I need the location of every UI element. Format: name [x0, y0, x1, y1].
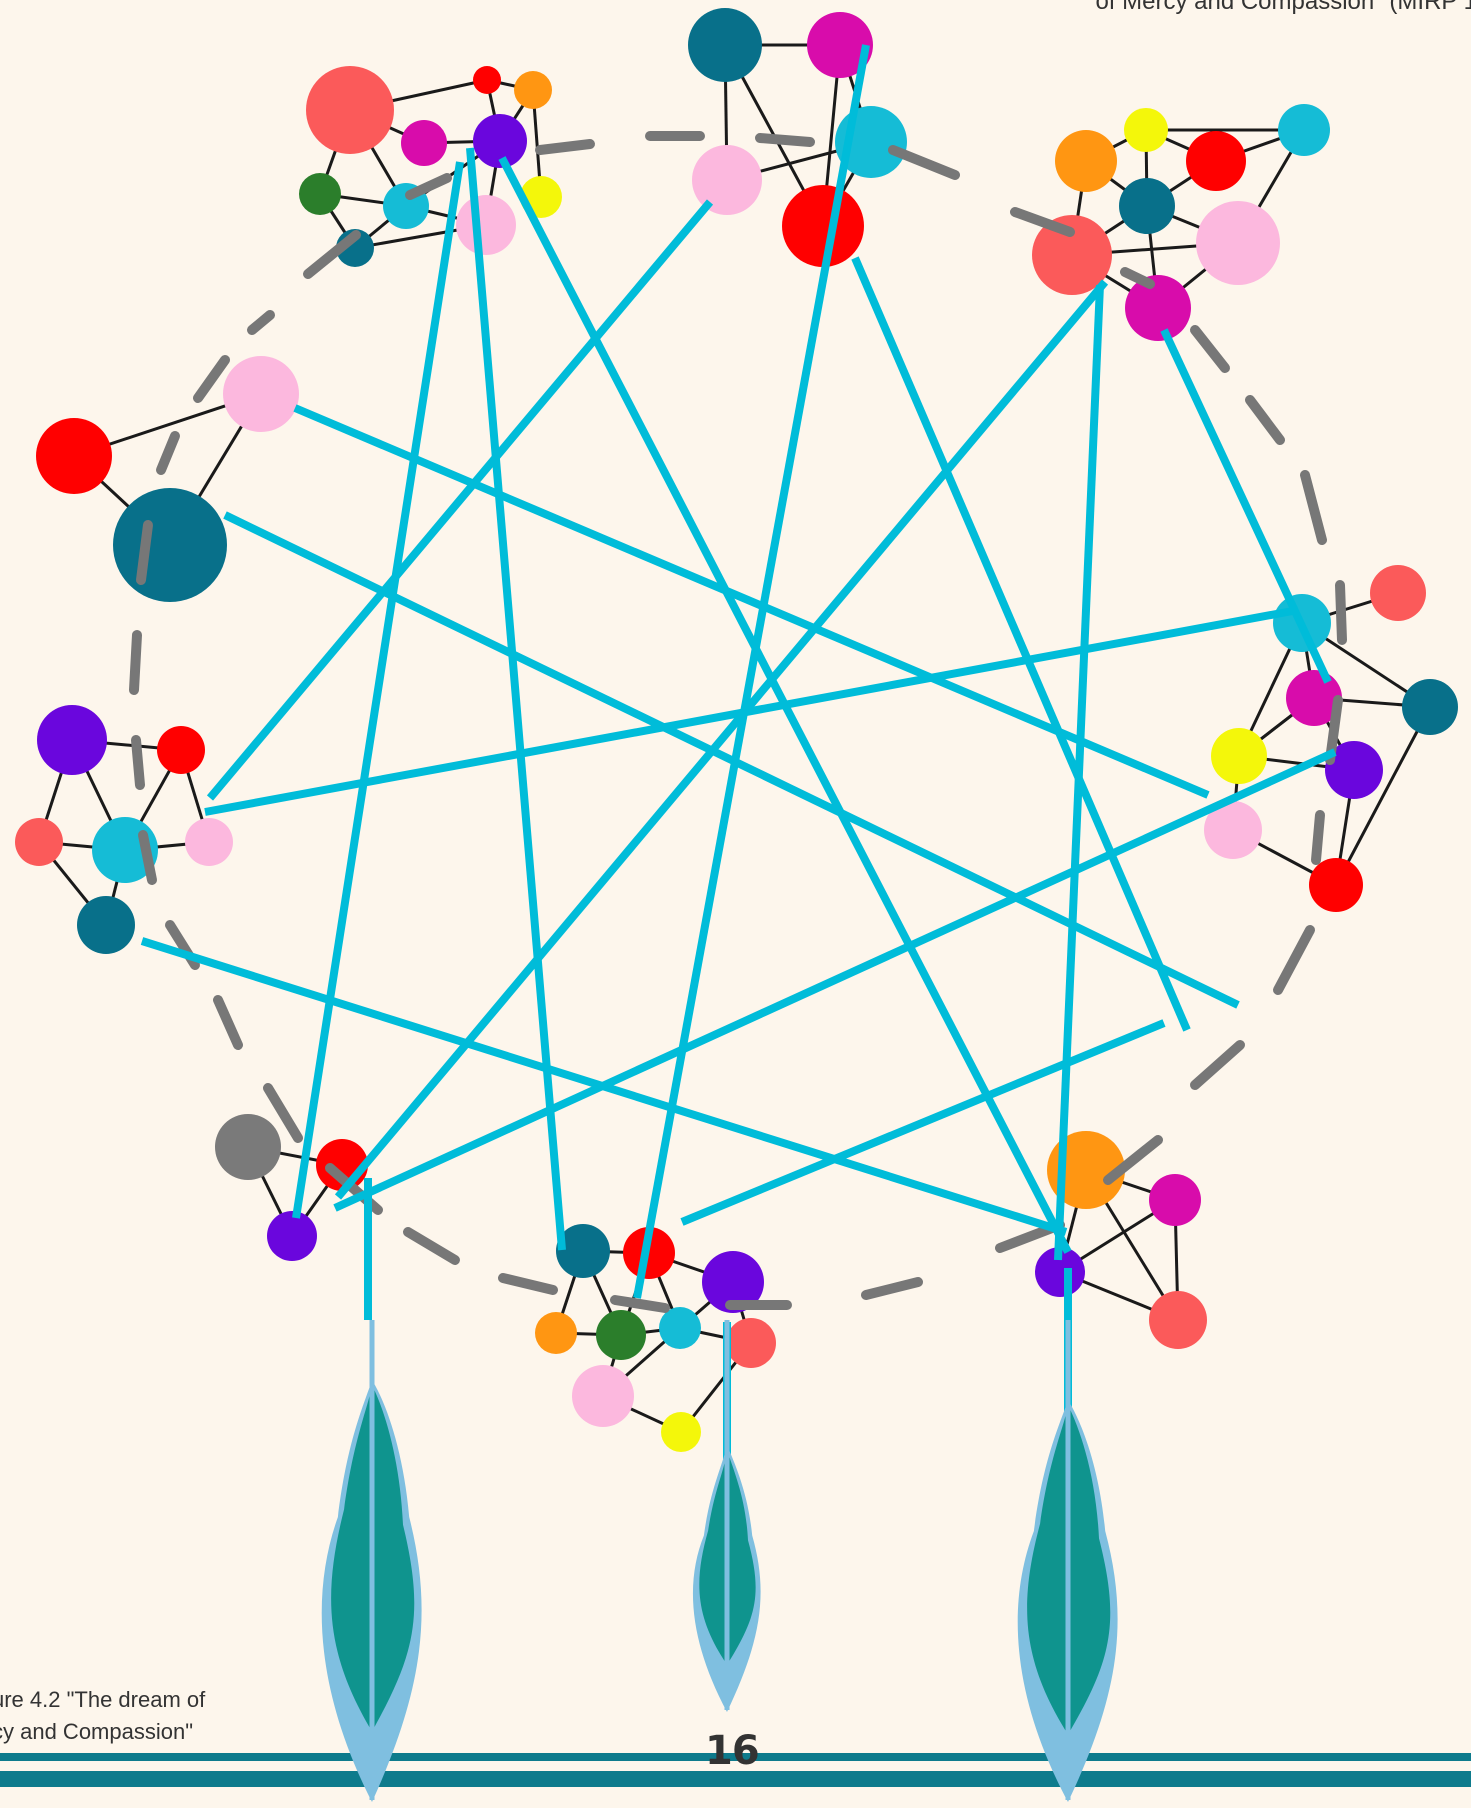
hoop-dash	[1340, 585, 1342, 640]
figure-caption-line-1: ure 4.2 "The dream of	[0, 1684, 205, 1716]
hoop-dash	[615, 1300, 665, 1308]
hoop-dash	[503, 1278, 553, 1290]
node-coral	[1149, 1291, 1207, 1349]
hoop-dash	[1305, 475, 1322, 540]
cluster-top-left	[299, 66, 562, 267]
node-pink	[185, 818, 233, 866]
node-coral	[726, 1318, 776, 1368]
hoop-dash	[252, 315, 270, 330]
hoop-dash	[198, 360, 225, 398]
hoop-dash	[893, 150, 955, 175]
web-string	[338, 282, 1105, 1197]
web-string	[502, 158, 1068, 1252]
web-string	[1058, 285, 1100, 1260]
hoop-dash	[218, 1000, 238, 1045]
web-string	[855, 258, 1187, 1030]
node-purple	[267, 1211, 317, 1261]
header-text: of Mercy and Compassion" (MIRP 1	[1095, 0, 1471, 16]
hoop-dash	[1195, 330, 1225, 368]
node-pink	[456, 195, 516, 255]
node-yellow	[661, 1412, 701, 1452]
hoop-dash	[408, 1232, 455, 1260]
node-purple	[37, 705, 107, 775]
node-teal	[1402, 679, 1458, 735]
node-coral	[306, 66, 394, 154]
feather-right	[1018, 1320, 1118, 1802]
node-green	[596, 1310, 646, 1360]
node-coral	[15, 818, 63, 866]
web-string	[296, 162, 460, 1218]
node-teal	[113, 488, 227, 602]
node-teal	[77, 896, 135, 954]
hoop-dash	[1316, 815, 1320, 860]
web-string	[295, 408, 1208, 795]
hoop-dash	[134, 635, 137, 690]
figure-caption: ure 4.2 "The dream of cy and Compassion"	[0, 1684, 205, 1748]
hoop-dash	[540, 144, 590, 150]
hoop-dash	[760, 138, 810, 142]
node-pink	[1196, 201, 1280, 285]
node-red	[782, 185, 864, 267]
cluster-left-upper	[36, 356, 299, 602]
node-teal	[1119, 178, 1175, 234]
node-pink	[692, 145, 762, 215]
feather-left	[322, 1320, 422, 1802]
web-string	[210, 202, 710, 798]
hoop-dash	[1125, 272, 1150, 284]
cluster-bottom-center	[535, 1224, 776, 1452]
node-coral	[1370, 565, 1426, 621]
node-cyan	[659, 1307, 701, 1349]
node-red	[157, 726, 205, 774]
node-teal	[688, 8, 762, 82]
cluster-top-right	[1032, 104, 1330, 341]
node-magenta	[401, 120, 447, 166]
node-pink	[223, 356, 299, 432]
web-string	[470, 148, 562, 1250]
feather-center	[693, 1320, 761, 1712]
node-yellow	[1211, 728, 1267, 784]
node-red	[1309, 858, 1363, 912]
node-yellow	[1124, 108, 1168, 152]
web-string	[637, 45, 866, 1298]
hoop-dash	[866, 1282, 918, 1295]
node-red	[36, 418, 112, 494]
cluster-left-lower	[15, 705, 233, 954]
hoop-dash	[1278, 930, 1310, 990]
figure-caption-line-2: cy and Compassion"	[0, 1716, 205, 1748]
hoop-dash	[161, 436, 175, 470]
page-number: 16	[705, 1728, 759, 1774]
node-red	[1186, 131, 1246, 191]
node-magenta	[1149, 1174, 1201, 1226]
node-orange	[514, 71, 552, 109]
node-orange	[535, 1312, 577, 1354]
node-green	[299, 173, 341, 215]
node-magenta	[1125, 275, 1191, 341]
hoop-dash	[1195, 1045, 1240, 1085]
node-pink	[572, 1365, 634, 1427]
hoop-dash	[1250, 400, 1280, 440]
node-red	[473, 66, 501, 94]
hoop-dash	[136, 740, 140, 785]
node-orange	[1055, 130, 1117, 192]
node-cyan	[1278, 104, 1330, 156]
node-grey	[215, 1114, 281, 1180]
hoop-dash	[141, 525, 148, 580]
